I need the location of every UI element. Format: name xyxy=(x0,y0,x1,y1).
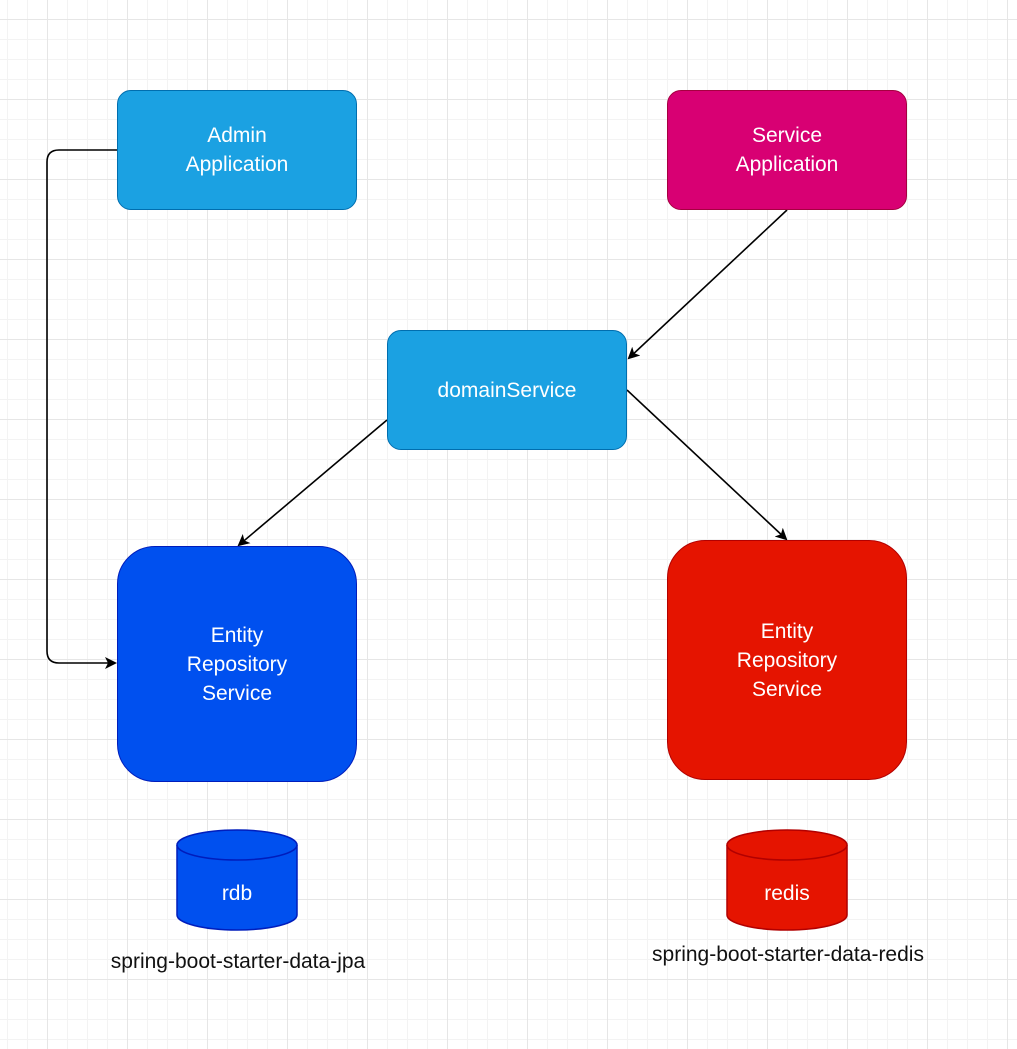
rdb-label: rdb xyxy=(221,882,253,905)
edge-service-to-domain[interactable] xyxy=(627,209,788,360)
edge-domain-to-repository-jpa[interactable] xyxy=(237,419,388,547)
jpa-starter-caption: spring-boot-starter-data-jpa xyxy=(110,950,366,973)
admin-application-node[interactable]: Admin Application xyxy=(117,90,357,210)
domain-service-node[interactable]: domainService xyxy=(387,330,627,450)
redis-database-node[interactable]: redis xyxy=(726,829,848,931)
admin-application-label: Admin Application xyxy=(185,124,289,176)
rdb-database-node[interactable]: rdb xyxy=(176,829,298,931)
rdb-cylinder-icon xyxy=(176,829,298,931)
entity-repository-redis-label: Entity Repository Service xyxy=(736,619,838,701)
redis-cylinder-icon xyxy=(726,829,848,931)
service-application-label: Service Application xyxy=(735,124,839,176)
entity-repository-jpa-label: Entity Repository Service xyxy=(186,623,288,705)
redis-starter-caption: spring-boot-starter-data-redis xyxy=(652,943,924,966)
service-application-node[interactable]: Service Application xyxy=(667,90,907,210)
edge-admin-to-repository-jpa[interactable] xyxy=(46,149,117,669)
edge-domain-to-repository-redis[interactable] xyxy=(626,389,788,541)
entity-repository-jpa-node[interactable]: Entity Repository Service xyxy=(117,546,357,782)
entity-repository-redis-node[interactable]: Entity Repository Service xyxy=(667,540,907,780)
redis-label: redis xyxy=(764,882,810,905)
domain-service-label: domainService xyxy=(437,378,577,402)
